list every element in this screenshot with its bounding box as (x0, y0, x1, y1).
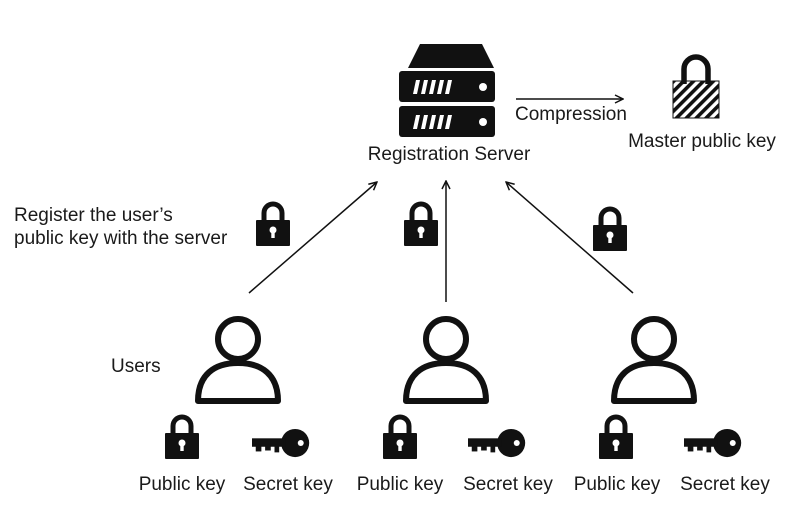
public-key-label: Public key (138, 474, 226, 495)
secret-key-label: Secret key (680, 474, 770, 495)
key-icon (468, 428, 526, 458)
secret-key-label: Secret key (243, 474, 333, 495)
secret-key-label: Secret key (463, 474, 553, 495)
register-arrow-left (248, 182, 377, 294)
user-icon (198, 319, 278, 401)
public-key-label: Public key (356, 474, 444, 495)
key-icon (252, 428, 310, 458)
lock-icon (256, 204, 290, 246)
public-key-label: Public key (573, 474, 661, 495)
hatched-lock-icon (672, 54, 720, 119)
lock-icon (404, 204, 438, 246)
user-icon (406, 319, 486, 401)
users-label: Users (111, 356, 161, 377)
lock-icon (593, 209, 627, 251)
server-label: Registration Server (367, 144, 531, 165)
lock-icon (165, 417, 199, 459)
lock-icon (599, 417, 633, 459)
register-arrow-right (506, 182, 634, 294)
lock-icon (383, 417, 417, 459)
key-icon (684, 428, 742, 458)
register-note-line1: Register the user’s (14, 205, 173, 226)
compression-label: Compression (515, 104, 627, 125)
server-icon (399, 44, 495, 137)
user-icon (614, 319, 694, 401)
register-note-line2: public key with the server (14, 228, 228, 249)
master-public-key-label: Master public key (628, 131, 776, 152)
